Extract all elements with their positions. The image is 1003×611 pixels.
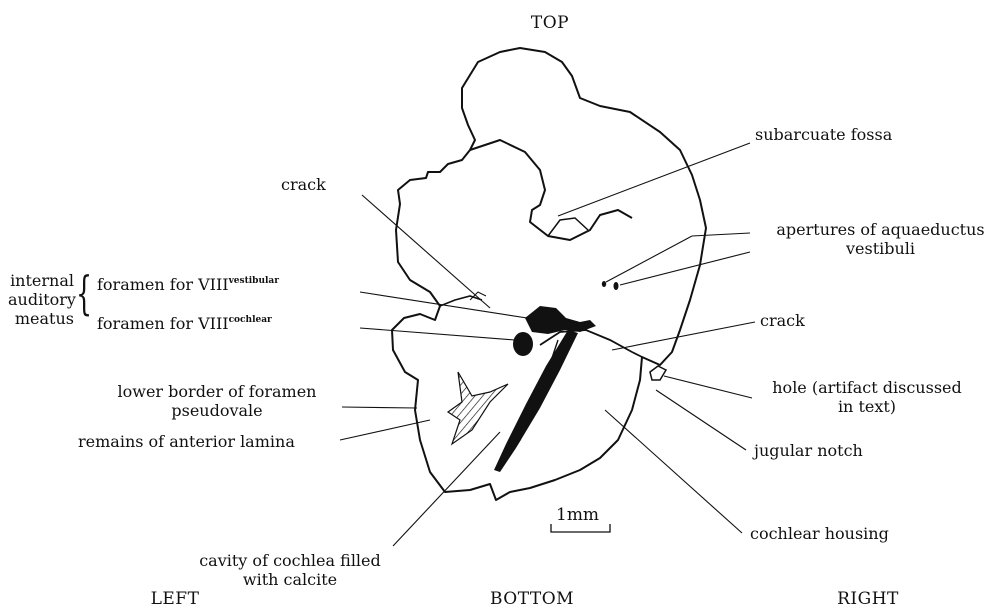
orientation-bottom: BOTTOM: [472, 590, 592, 609]
label-internal-line2: auditory: [8, 290, 74, 309]
label-lower-border-line1: lower border of foramen: [92, 382, 342, 401]
label-apertures-line2: vestibuli: [758, 239, 1003, 258]
label-hole: hole (artifact discussed in text): [752, 378, 982, 416]
label-remains-anterior-lamina: remains of anterior lamina: [78, 432, 295, 451]
label-crack-right: crack: [760, 311, 805, 330]
leader-hole: [664, 376, 752, 398]
leader-aperture-2: [620, 252, 750, 285]
label-cavity: cavity of cochlea filled with calcite: [172, 551, 408, 589]
label-apertures: apertures of aquaeductus vestibuli: [758, 220, 1003, 258]
orientation-right: RIGHT: [818, 590, 918, 609]
label-crack-upper: crack: [281, 175, 326, 194]
aperture-mark-1: [602, 281, 606, 287]
label-internal-auditory-meatus: internal auditory meatus: [8, 271, 74, 328]
leader-foramen-cochlear: [360, 328, 515, 340]
label-lower-border: lower border of foramen pseudovale: [92, 382, 342, 420]
label-foramen-cochlear-text: foramen for VIII: [97, 314, 229, 333]
label-foramen-cochlear-sup: cochlear: [229, 315, 272, 325]
scale-bar-line: [551, 524, 610, 532]
label-hole-line1: hole (artifact discussed: [752, 378, 982, 397]
hole-artifact: [650, 366, 666, 380]
leader-subarcuate-fossa: [558, 143, 750, 216]
leader-aperture-1b: [606, 236, 692, 282]
label-foramen-vestibular-text: foramen for VIII: [97, 275, 229, 294]
label-cavity-line1: cavity of cochlea filled: [172, 551, 408, 570]
leader-aperture-1: [692, 233, 750, 236]
orientation-left: LEFT: [130, 590, 220, 609]
label-cochlear-housing: cochlear housing: [750, 524, 889, 543]
leader-crack-right: [612, 322, 755, 350]
leader-jugular-notch: [656, 390, 746, 450]
label-apertures-line1: apertures of aquaeductus: [758, 220, 1003, 239]
meatus-brace: {: [76, 270, 92, 332]
orientation-top: TOP: [510, 14, 590, 33]
label-lower-border-line2: pseudovale: [92, 401, 342, 420]
label-cavity-line2: with calcite: [172, 570, 408, 589]
aperture-mark-2: [614, 282, 619, 290]
scale-bar-label: 1mm: [556, 506, 599, 525]
leader-cochlear-housing: [605, 410, 742, 533]
leader-foramen-vestibular: [360, 292, 540, 320]
label-foramen-vestibular-sup: vestibular: [229, 276, 279, 286]
leader-cavity: [393, 432, 500, 546]
label-foramen-cochlear: foramen for VIIIcochlear: [97, 311, 272, 333]
label-internal-line3: meatus: [8, 309, 74, 328]
label-jugular-notch: jugular notch: [754, 441, 863, 460]
label-internal-line1: internal: [8, 271, 74, 290]
leader-anterior-lamina: [340, 420, 430, 440]
specimen-outline: [392, 48, 706, 500]
cochlea-cavity-mark: [494, 330, 578, 472]
leader-lower-border: [342, 407, 417, 408]
arcuate-eminence-ridge: [470, 140, 632, 240]
foramen-viii-cochlear-mark: [513, 332, 533, 356]
foramen-viii-vestibular-mark: [525, 306, 596, 334]
label-hole-line2: in text): [752, 397, 982, 416]
leader-crack-upper: [362, 195, 490, 308]
left-lobe-line: [440, 296, 482, 306]
label-foramen-vestibular: foramen for VIIIvestibular: [97, 272, 279, 294]
label-subarcuate-fossa: subarcuate fossa: [755, 125, 892, 144]
